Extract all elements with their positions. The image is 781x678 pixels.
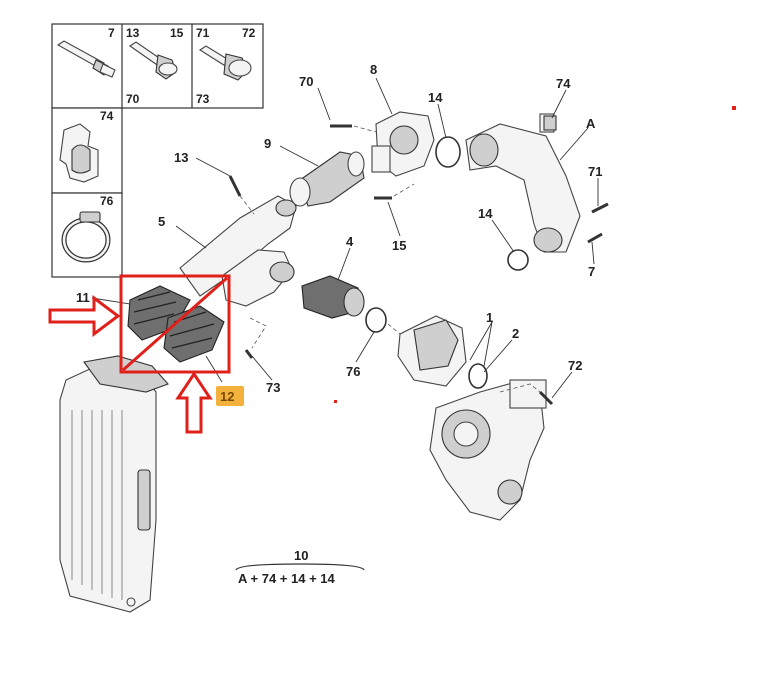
legend-label-72: 72 (242, 26, 256, 40)
bolt-71 (591, 202, 609, 214)
legend-label-15: 15 (170, 26, 184, 40)
callout-2: 2 (512, 326, 519, 341)
flange-bolt-icon (198, 45, 252, 81)
red-box-outline (119, 274, 231, 374)
callout-70: 70 (299, 74, 313, 89)
clip-74 (543, 115, 557, 131)
hose-4 (301, 275, 365, 319)
legend-grid: 7 13 15 70 71 72 73 74 76 (51, 23, 264, 278)
charge-pipe (179, 195, 297, 307)
assembly-note: 10 A + 74 + 14 + 14 (235, 548, 365, 586)
bolt-72 (538, 390, 554, 406)
callout-13: 13 (174, 150, 188, 165)
callout-15: 15 (392, 238, 406, 253)
highlight-box (119, 274, 231, 374)
callout-1: 1 (486, 310, 493, 325)
callout-a: A (586, 116, 596, 131)
red-box-diagonal (122, 276, 228, 372)
legend-label-13: 13 (126, 26, 140, 40)
seal-2 (468, 363, 488, 389)
callout-4: 4 (346, 234, 354, 249)
legend-label-73: 73 (196, 92, 210, 106)
hose-clamp-icon (61, 211, 111, 263)
callout-9: 9 (264, 136, 271, 151)
turbocharger (429, 379, 547, 521)
callout-14-lower: 14 (478, 206, 493, 221)
callout-14-upper: 14 (428, 90, 443, 105)
callout-71: 71 (588, 164, 602, 179)
callout-8: 8 (370, 62, 377, 77)
red-dot-marker-small (334, 400, 337, 403)
hex-bolt-icon (129, 41, 178, 80)
leader-lines (91, 77, 599, 399)
red-arrow-up-icon (175, 371, 213, 434)
callout-76: 76 (346, 364, 360, 379)
intercooler-fins (71, 410, 123, 600)
compressor-outlet-1 (397, 315, 467, 387)
legend-label-7: 7 (108, 26, 115, 40)
clip-icon (59, 123, 99, 183)
intake-elbow-a (465, 113, 581, 253)
o-ring-14-upper (435, 136, 461, 168)
part-12-badge-bg (216, 386, 244, 406)
legend-label-76: 76 (100, 194, 114, 208)
legend-label-71: 71 (196, 26, 210, 40)
throttle-body-8 (371, 111, 435, 177)
callout-74: 74 (556, 76, 571, 91)
legend-label-74: 74 (100, 109, 114, 123)
red-arrow-right-icon (48, 295, 121, 337)
part-12-badge: 12 (216, 386, 244, 406)
red-dot-marker (732, 106, 736, 110)
callout-12: 12 (220, 389, 234, 404)
bolt-13 (228, 175, 242, 197)
assembly-number: 10 (294, 548, 308, 563)
callout-7: 7 (588, 264, 595, 279)
hose-9 (289, 151, 365, 207)
callout-73: 73 (266, 380, 280, 395)
intercooler (59, 355, 169, 613)
callout-72: 72 (568, 358, 582, 373)
assembly-formula: A + 74 + 14 + 14 (238, 571, 336, 586)
o-ring-14-lower (507, 249, 529, 271)
callout-5: 5 (158, 214, 165, 229)
bolt-7 (587, 232, 603, 244)
callout-11: 11 (76, 290, 90, 305)
assembly-brace (235, 563, 365, 571)
legend-label-70: 70 (126, 92, 140, 106)
bolt-73 (244, 349, 254, 359)
clamp-76 (365, 307, 387, 333)
stud-bolt-icon (56, 40, 116, 78)
